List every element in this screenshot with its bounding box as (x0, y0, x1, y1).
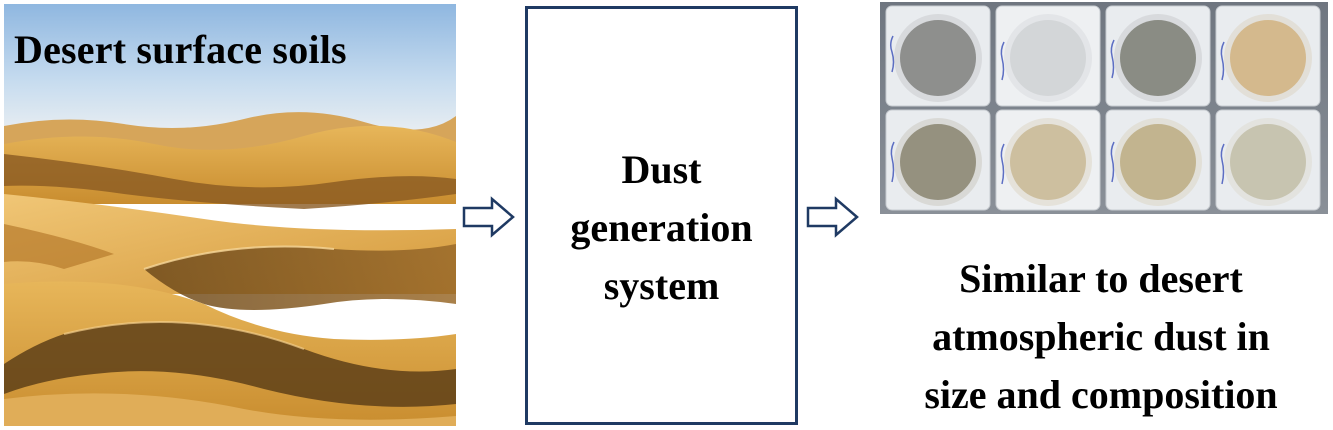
output-caption-line: atmospheric dust in (932, 314, 1270, 359)
sample-filters-image (880, 2, 1328, 214)
right-arrow-icon (462, 196, 515, 238)
dust-samples-photo (880, 2, 1328, 214)
process-label-line: system (603, 263, 720, 308)
sample-dish-row-top (885, 5, 1321, 107)
desert-title: Desert surface soils (14, 27, 347, 72)
output-caption-line: size and composition (924, 372, 1278, 417)
sample-dish-row-bottom (885, 109, 1321, 211)
dust-generation-box: Dust generation system (525, 6, 798, 425)
right-arrow-icon (806, 196, 859, 238)
output-caption: Similar to desert atmospheric dust in si… (872, 250, 1330, 424)
process-label-line: Dust (621, 147, 702, 192)
process-label-line: generation (570, 205, 753, 250)
output-caption-line: Similar to desert (959, 256, 1243, 301)
desert-photo: Desert surface soils (4, 4, 456, 426)
desert-dunes-image (4, 4, 456, 426)
process-label: Dust generation system (528, 141, 795, 315)
